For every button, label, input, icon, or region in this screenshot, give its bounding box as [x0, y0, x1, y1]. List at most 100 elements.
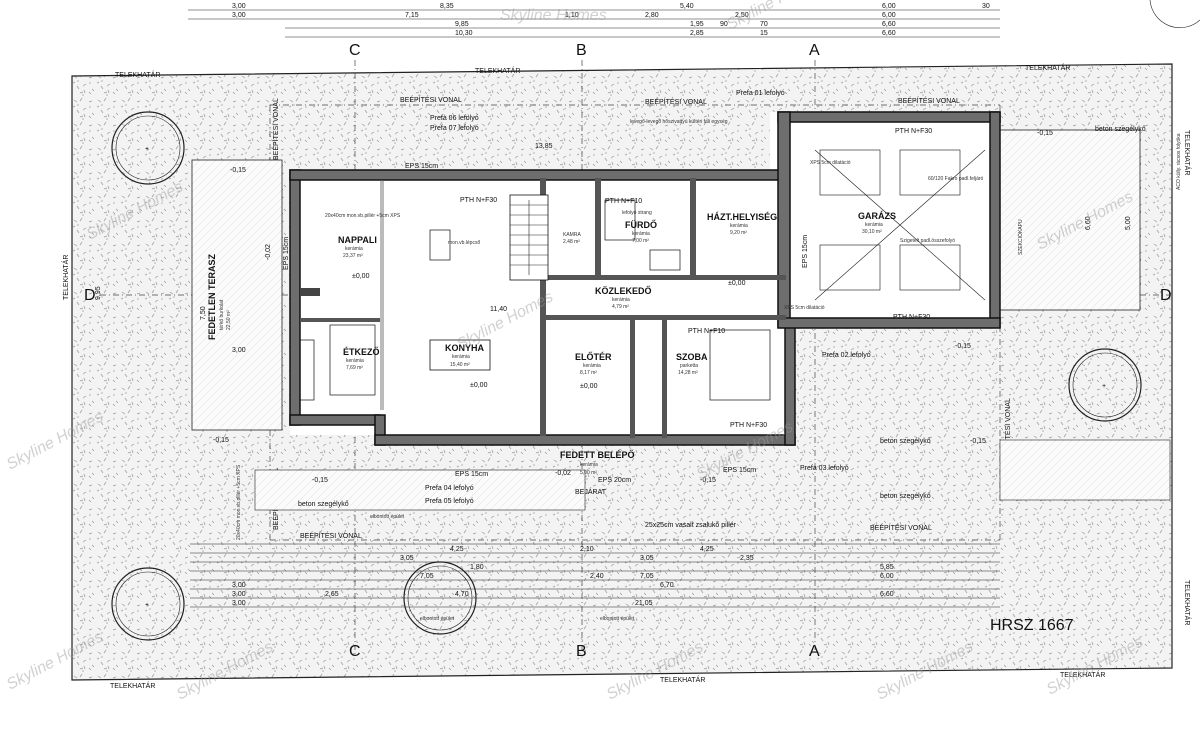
driveway-area [999, 129, 1141, 311]
boundary-label-bottom-left: TELEKHATÁR [110, 681, 155, 690]
dim-bottom-left-a: 3,00 [232, 582, 246, 589]
note-eps-left: EPS 15cm [283, 237, 290, 270]
note-prefa06: Prefa 06 lefolyó [430, 115, 479, 122]
dim-top-3d: 70 [760, 21, 768, 28]
note-air-unit: levegő-levegő hőszivattyú kültéri fali e… [630, 119, 728, 125]
build-line-label-top-mid: BEÉPÍTÉSI VONAL [645, 97, 707, 106]
room-etkezo-material: kerámia [346, 358, 364, 364]
note-prefa04: Prefa 04 lefolyó [425, 485, 474, 492]
note-prefa05: Prefa 05 lefolyó [425, 498, 474, 505]
dim-bottom-2a: 3,05 [400, 555, 414, 562]
note-drain-floor: Szigetelt padl.összefolyó [900, 238, 955, 244]
level-driveway: -0,15 [1037, 130, 1053, 137]
terrace-area [191, 159, 283, 431]
room-nappali-level: ±0,00 [352, 273, 370, 280]
dim-bottom-2d: 2,35 [740, 555, 754, 562]
dim-bottom-1c: 4,25 [700, 546, 714, 553]
note-pillar: 20x40cm mon.vb.pillér +5cm XPS [325, 213, 401, 219]
dim-bottom-3d: 6,00 [880, 573, 894, 580]
bottom-dimension-lines [190, 543, 1000, 608]
level-front-right: -0,15 [700, 477, 716, 484]
note-pillar-bottom: 20x40cm mon.vb.pillér +5cm XPS [236, 464, 242, 540]
dim-top-3e: 6,60 [882, 21, 896, 28]
room-konyha-level: ±0,00 [470, 382, 488, 389]
dim-top-3b: 1,95 [690, 21, 704, 28]
dim-left-part: 7,50 [200, 306, 207, 320]
level-terrace-bottom: -0,15 [213, 437, 229, 444]
room-furdo-area: 7,00 m² [632, 238, 649, 244]
dim-bottom-2c: 3,05 [640, 555, 654, 562]
terrace-width-dim: 3,00 [232, 347, 246, 354]
note-pth-f30-bottom: PTH N+F30 [730, 422, 767, 429]
axis-top-b: B [576, 42, 587, 59]
svg-text:+: + [145, 146, 149, 153]
dim-bottom-3b: 2,40 [590, 573, 604, 580]
note-prefa03: Prefa 03 lefolyó [800, 465, 849, 472]
room-szoba-material: parketta [680, 363, 698, 369]
room-nappali-material: kerámia [345, 246, 363, 252]
room-konyha: KONYHA [445, 343, 485, 353]
dim-top-1c: 5,40 [680, 3, 694, 10]
note-strang: lefolyó strang [622, 210, 652, 216]
dim-bottom-4b: 4,70 [455, 591, 469, 598]
boundary-label-top-mid: TELEKHATÁR [475, 66, 520, 75]
dim-top-2c: 2,80 [645, 12, 659, 19]
dim-bottom-2b: 1,80 [470, 564, 484, 571]
dim-top-1d: 6,00 [882, 3, 896, 10]
note-pth-f10-top: PTH N+F10 [605, 198, 642, 205]
axis-left-d: D [84, 287, 96, 304]
room-fedett-belepo-area: 5,00 m² [580, 470, 597, 476]
level-path: -0,15 [312, 477, 328, 484]
terrace-name: FEDETLEN TERASZ [207, 253, 217, 340]
axis-top-a: A [809, 42, 820, 59]
note-prefa07: Prefa 07 lefolyó [430, 125, 479, 132]
axis-bottom-a: A [809, 643, 820, 660]
dim-top-3a: 9,85 [455, 21, 469, 28]
boundary-label-right-bottom: TELEKHATÁR [1183, 580, 1192, 625]
room-fedett-belepo: FEDETT BELÉPŐ [560, 449, 635, 460]
room-haztartasi-level: ±0,00 [728, 280, 746, 287]
room-szoba-area: 14,28 m² [678, 370, 698, 376]
dim-top-1e: 30 [982, 3, 990, 10]
dim-bottom-left-b: 3,00 [232, 591, 246, 598]
build-line-label-left: BEÉPÍTÉSI VONAL [271, 98, 280, 160]
boundary-label-bottom-mid: TELEKHATÁR [660, 675, 705, 684]
room-garazs-area: 30,10 m² [862, 229, 882, 235]
room-kozlekedo-material: kerámia [612, 297, 630, 303]
room-konyha-area: 15,40 m² [450, 362, 470, 368]
dim-top-4a: 10,30 [455, 30, 473, 37]
room-haztartasi-area: 9,20 m² [730, 230, 747, 236]
room-eloter-level: ±0,00 [580, 383, 598, 390]
parcel-number: HRSZ 1667 [990, 617, 1074, 634]
boundary-label-bottom-right: TELEKHATÁR [1060, 670, 1105, 679]
dim-top-3c: 90 [720, 21, 728, 28]
level-garage-out: -0,15 [955, 343, 971, 350]
level-entrance: -0,02 [555, 470, 571, 477]
terrace-material: térkő burkolat [219, 299, 225, 330]
note-edging-top: beton szegélykő [1095, 126, 1146, 133]
room-kozlekedo-area: 4,79 m² [612, 304, 629, 310]
level-right: -0,15 [970, 438, 986, 445]
note-pth-f30-garage-bottom: PTH N+F30 [893, 314, 930, 321]
boundary-label-left: TELEKHATÁR [61, 255, 70, 300]
dim-bottom-1a: 4,25 [450, 546, 464, 553]
dim-top-4d: 6,60 [882, 30, 896, 37]
dim-left-total: 9,95 [95, 286, 102, 300]
neighbor-top: elbontott épület [370, 514, 405, 520]
dim-right-total: 6,60 [1085, 216, 1092, 230]
axis-bottom-c: C [349, 643, 361, 660]
dim-bottom-4a: 2,65 [325, 591, 339, 598]
room-etkezo: ÉTKEZŐ [343, 346, 380, 357]
note-edging-right: beton szegélykő [880, 438, 931, 445]
note-pth-f10-szoba: PTH N+F10 [688, 328, 725, 335]
dim-bottom-left-c: 3,00 [232, 600, 246, 607]
note-eps-bottom: EPS 15cm [455, 471, 488, 478]
room-nappali-area: 23,37 m² [343, 253, 363, 259]
neighbor-bottom-mid: elbontott épület [600, 616, 635, 622]
note-eps20: EPS 20cm [598, 477, 631, 484]
neighbor-bottom: elbontott épület [420, 616, 455, 622]
tree-symbols: + + + [111, 0, 1200, 641]
build-line-label-right: BEÉPÍTÉSI VONAL [1003, 398, 1012, 460]
boundary-label-right-top: TELEKHATÁR [1183, 130, 1192, 175]
